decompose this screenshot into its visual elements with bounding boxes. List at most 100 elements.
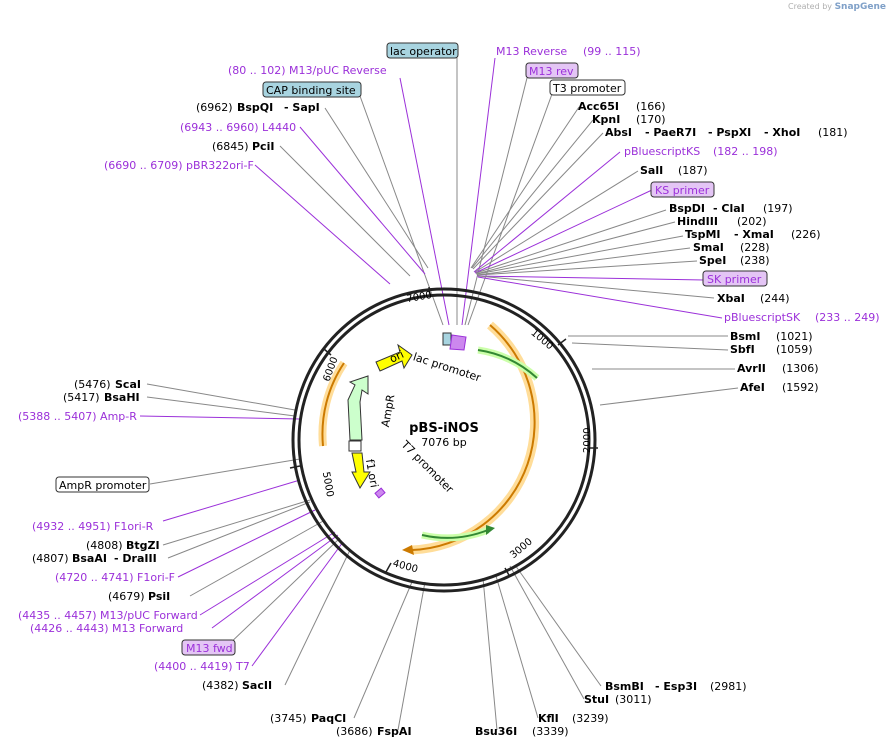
stui-label: StuI <box>584 693 609 706</box>
m13puc-forward-label: (4435 .. 4457) M13/pUC Forward <box>18 609 198 622</box>
created-by-text: Created by <box>788 2 833 11</box>
bsahi-label: BsaHI <box>104 391 140 404</box>
lac-operator-label: lac operator <box>390 45 457 58</box>
sacii-pos: (4382) <box>202 679 239 692</box>
t7-mark <box>374 487 386 499</box>
ampr-promoter-box <box>55 476 150 493</box>
inner-green-arc-top <box>477 349 538 379</box>
m13puc-reverse-label: (80 .. 102) M13/pUC Reverse <box>228 64 387 77</box>
kfli-label: KflI <box>538 712 559 725</box>
ruler-7000: 7000 <box>406 290 433 305</box>
smai-label: SmaI <box>693 241 724 254</box>
bsu36i-label: Bsu36I <box>475 725 517 738</box>
t7-label: (4400 .. 4419) T7 <box>154 660 250 673</box>
inner-green-arc-top-band <box>477 346 540 381</box>
paqci-pos: (3745) <box>270 712 307 725</box>
sbfi-label: SbfI <box>730 343 755 356</box>
ruler-marks <box>289 286 598 578</box>
sali-label: SalI <box>640 164 663 177</box>
sbfi-pos: (1059) <box>776 343 813 356</box>
ruler-2000: 2000 <box>582 428 593 453</box>
bsmi-label: BsmI <box>730 330 761 343</box>
ks-primer-box <box>650 181 715 198</box>
xbai-label: XbaI <box>717 292 745 305</box>
m13-fwd-label: M13 fwd <box>186 642 233 655</box>
m13-forward-label: (4426 .. 4443) M13 Forward <box>30 622 183 635</box>
hindiii-pos: (202) <box>737 215 767 228</box>
backbone-inner-ring <box>297 293 591 587</box>
pbr322ori-label: (6690 .. 6709) pBR322ori-F <box>104 159 254 172</box>
psii-label: PsiI <box>148 590 170 603</box>
leader-lines <box>139 57 739 731</box>
paer7i-label: - PaeR7I <box>645 126 696 139</box>
pbluescriptks-range: (182 .. 198) <box>713 145 778 158</box>
sapi-label: - SapI <box>284 101 320 114</box>
fspai-label: FspAI <box>377 725 412 738</box>
kpni-label: KpnI <box>592 113 620 126</box>
draiii-label: - DraIII <box>114 552 157 565</box>
inner-green-arc-head <box>486 525 495 535</box>
f1-ori-arrow <box>351 452 371 490</box>
m13-rev-box <box>525 62 579 79</box>
acc65i-pos: (166) <box>636 100 666 113</box>
bottom-labels: BsmBI - Esp3I (2981) StuI (3011) KflI (3… <box>270 680 747 738</box>
spei-pos: (238) <box>740 254 770 267</box>
ampr-promoter-mark <box>348 440 362 452</box>
left-arc <box>321 362 345 447</box>
snapgene-logo: SnapGene <box>834 2 886 12</box>
sk-primer-label: SK primer <box>707 273 762 286</box>
pcii-pos: (6845) <box>212 140 249 153</box>
xbai-pos: (244) <box>760 292 790 305</box>
clai-pos: (197) <box>763 202 793 215</box>
sali-pos: (187) <box>678 164 708 177</box>
stui-pos: (3011) <box>615 693 652 706</box>
smai-pos: (228) <box>740 241 770 254</box>
bsaai-pos: (4807) <box>32 552 69 565</box>
sk-primer-box <box>702 270 768 287</box>
ori-label: ori <box>388 348 406 366</box>
cap-binding-site-label: CAP binding site <box>266 84 356 97</box>
orf-arc-head <box>402 545 414 555</box>
bsmbi-label: BsmBI <box>605 680 644 693</box>
afei-label: AfeI <box>740 381 765 394</box>
pbluescriptsk-range: (233 .. 249) <box>815 311 880 324</box>
primer-cluster-mark <box>449 334 467 351</box>
backbone-outer-ring <box>291 287 597 593</box>
psii-pos: (4679) <box>108 590 145 603</box>
fspai-pos: (3686) <box>336 725 373 738</box>
kpni-pos: (170) <box>636 113 666 126</box>
f1ori-label: f1 ori <box>363 458 381 489</box>
hindiii-label: HindIII <box>677 215 718 228</box>
lac-operator-mark <box>442 332 452 346</box>
f1ori-r-label: (4932 .. 4951) F1ori-R <box>32 520 154 533</box>
btgzi-pos: (4808) <box>86 539 123 552</box>
tspmi-label: TspMI <box>685 228 721 241</box>
absi-label: AbsI <box>605 126 632 139</box>
scai-label: ScaI <box>115 378 141 391</box>
bspqi-label: BspQI <box>237 101 273 114</box>
esp3i-pos: (2981) <box>710 680 747 693</box>
ruler-4000: 4000 <box>391 558 418 575</box>
t3-promoter-label: T3 promoter <box>552 82 622 95</box>
acc65i-label: Acc65I <box>578 100 619 113</box>
inner-green-arc-bottom <box>421 529 489 539</box>
paqci-label: PaqCI <box>311 712 346 725</box>
snapgene-brand: Created by SnapGene <box>788 2 886 12</box>
xhoi-pos: (181) <box>818 126 848 139</box>
m13-reverse-label: M13 Reverse <box>496 45 567 58</box>
l4440-label: (6943 .. 6960) L4440 <box>180 121 296 134</box>
xhoi-label: - XhoI <box>764 126 800 139</box>
scai-pos: (5476) <box>74 378 111 391</box>
bspdi-label: BspDI <box>669 202 705 215</box>
m13-reverse-range: (99 .. 115) <box>583 45 641 58</box>
ks-primer-label: KS primer <box>655 184 710 197</box>
pbluescriptks-label: pBluescriptKS <box>624 145 700 158</box>
btgzi-label: BtgZI <box>126 539 160 552</box>
avrii-pos: (1306) <box>782 362 819 375</box>
pcii-label: PciI <box>252 140 274 153</box>
feature-arcs <box>318 321 540 555</box>
plasmid-size: 7076 bp <box>421 436 466 449</box>
xmai-label: - XmaI <box>734 228 774 241</box>
lac-promoter-label: lac promoter <box>411 350 482 384</box>
